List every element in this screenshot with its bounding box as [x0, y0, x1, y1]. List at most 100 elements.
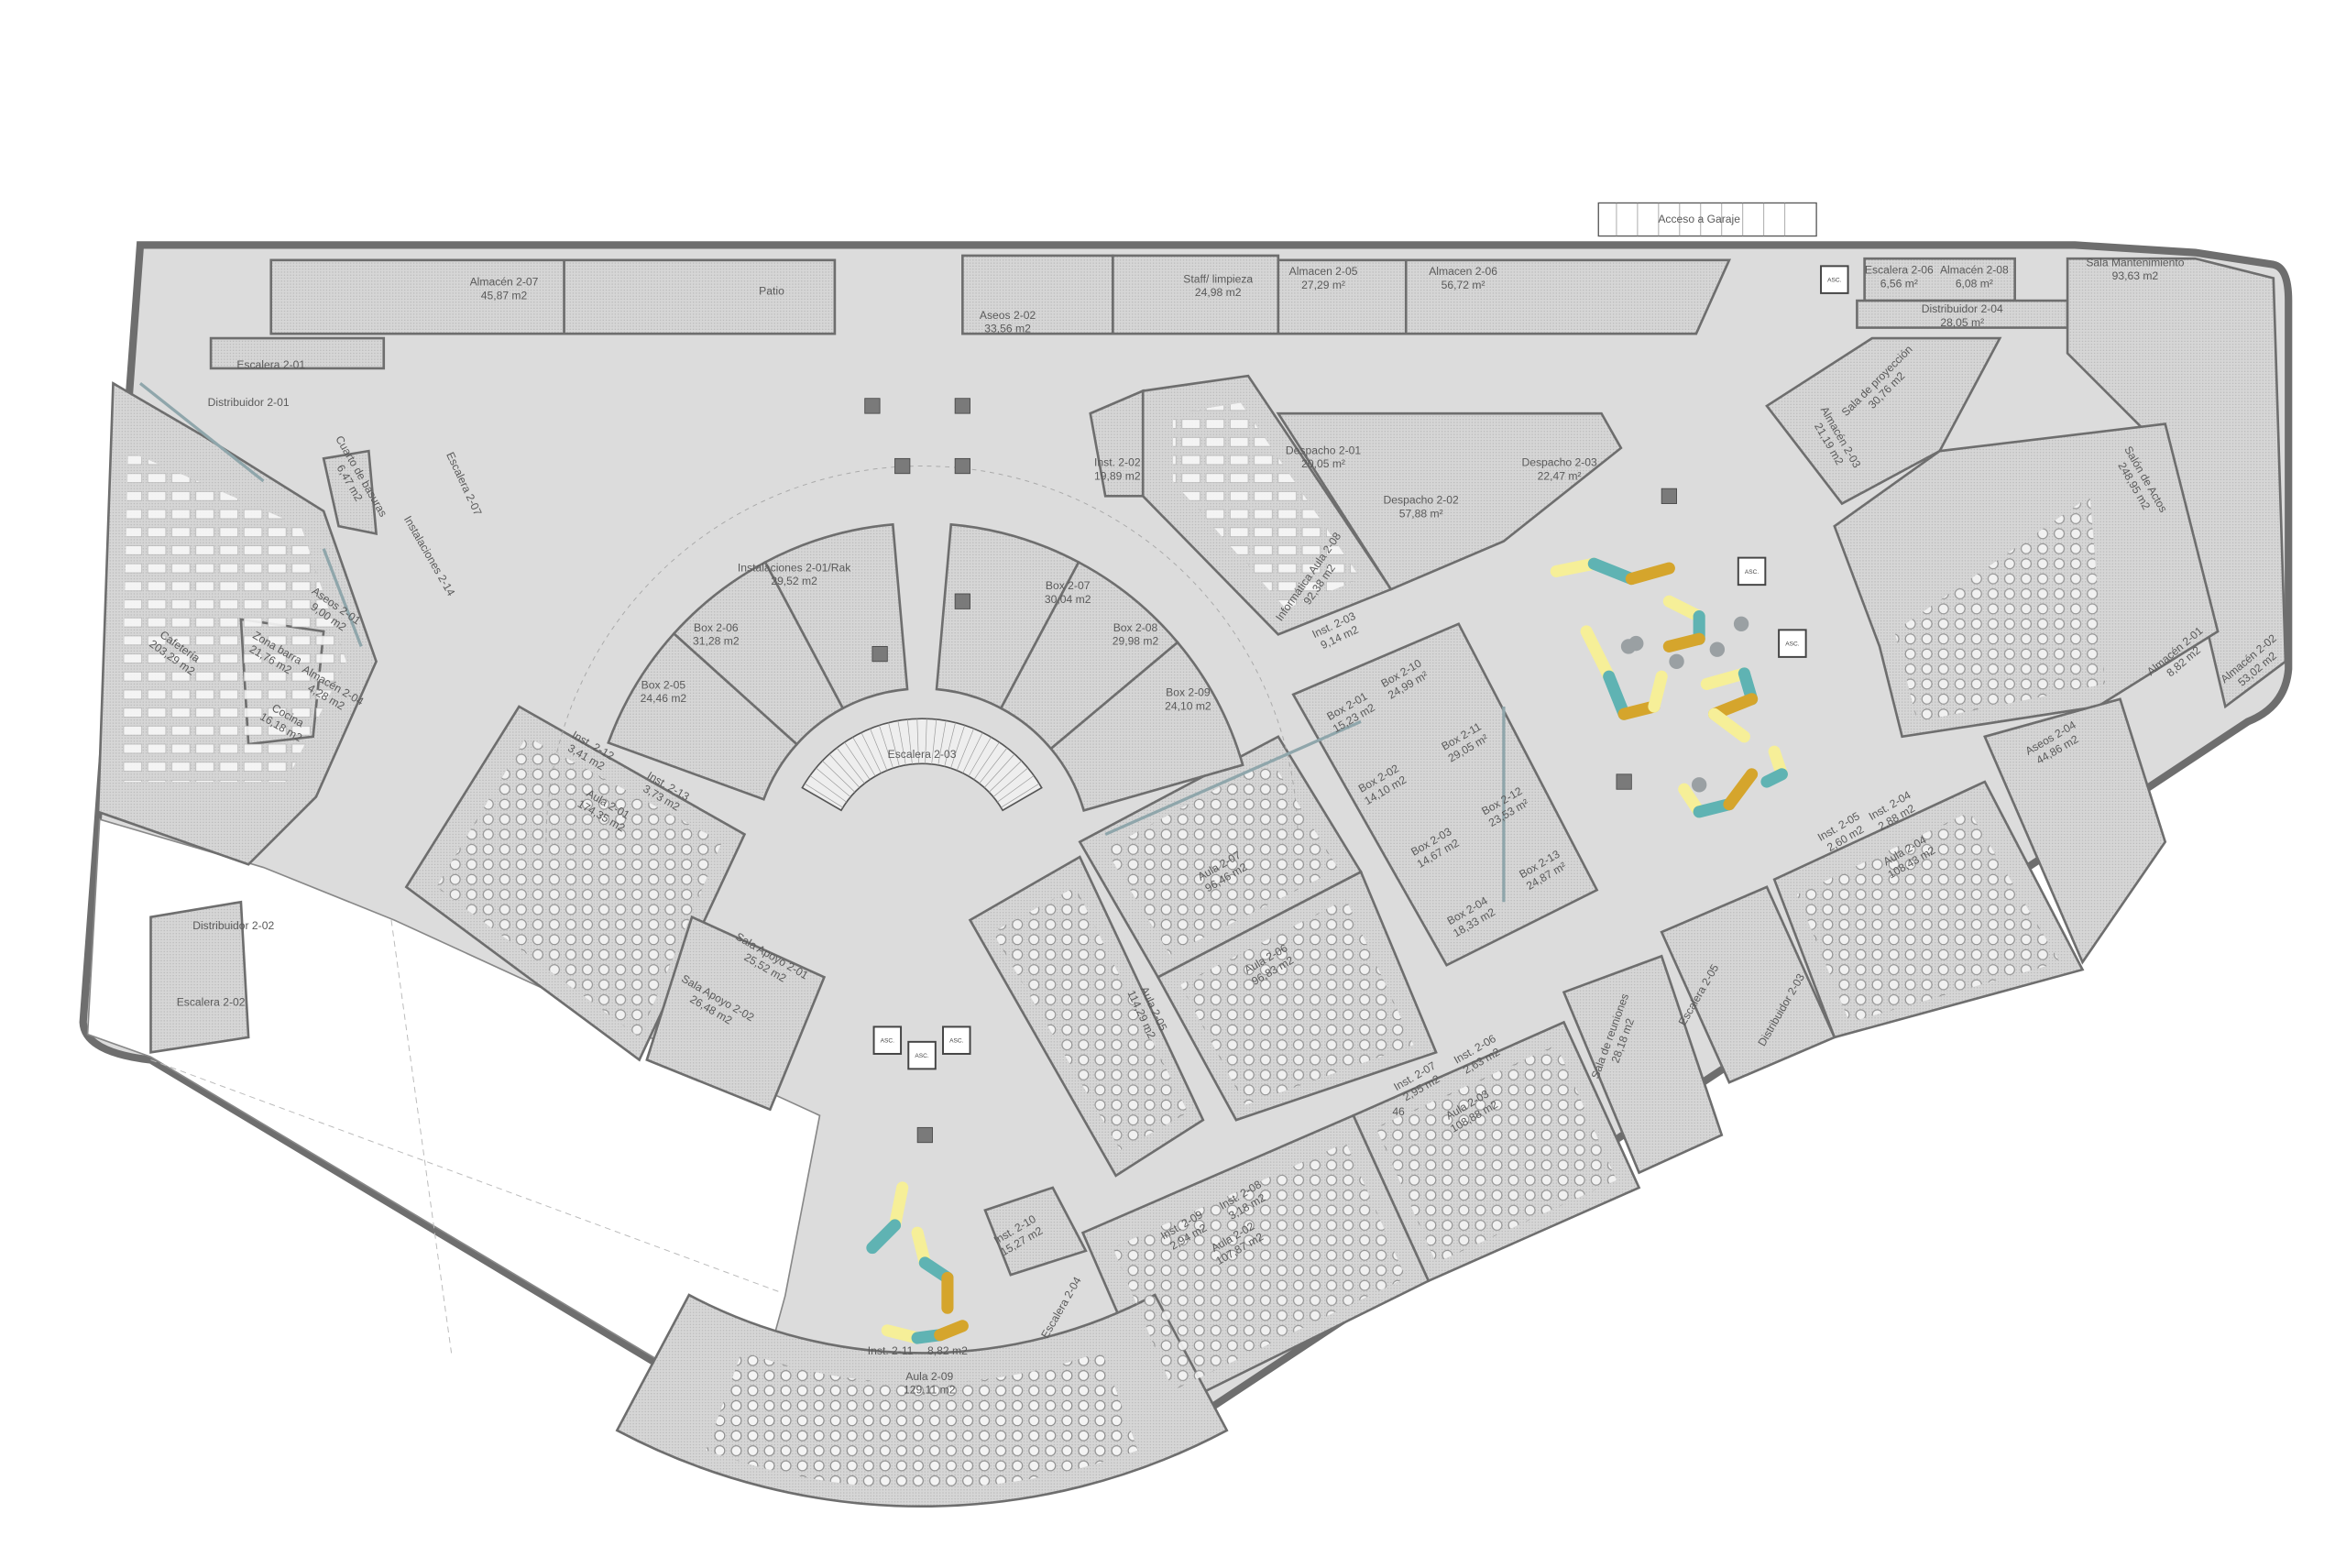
garage-ramp: [1597, 202, 1817, 237]
column: [954, 398, 970, 414]
elevator-icon: ASC.: [907, 1040, 937, 1070]
room-area: 56,72 m²: [1442, 279, 1485, 291]
room-name: Inst. 2-02: [1094, 456, 1141, 469]
room-area: 31,28 m2: [693, 635, 740, 648]
room-area: [983, 1186, 1088, 1277]
room-name: Box 2-05: [641, 678, 686, 691]
room-name: Almacen 2-06: [1429, 265, 1497, 278]
room-area: [1291, 622, 1599, 967]
room-area: 22,47 m²: [1538, 469, 1582, 482]
room-name: Almacen 2-05: [1289, 265, 1358, 278]
lounge-seat: [1723, 768, 1759, 811]
column: [1616, 773, 1632, 790]
lounge-seat: [1648, 670, 1668, 713]
column: [954, 457, 970, 475]
room-name: Patio: [759, 285, 784, 298]
elevator-box: [872, 1025, 903, 1055]
room-area: [1983, 697, 2167, 965]
column: [954, 593, 970, 609]
lounge-seat: [1708, 707, 1750, 743]
room-name: Distribuidor 2-01: [208, 396, 290, 409]
stair-step: [844, 741, 871, 780]
room-label: Distribuidor 2-02: [192, 919, 274, 932]
stair-step: [809, 775, 847, 803]
lounge-seat: [1550, 557, 1600, 577]
stair-step: [897, 720, 906, 765]
room-area: [1089, 389, 1145, 498]
desk-rows: [120, 451, 346, 783]
stair-step: [931, 718, 937, 764]
desk-rows: [1173, 402, 1362, 609]
elevator-icon: ASC.: [872, 1025, 903, 1055]
stair-step: [916, 718, 919, 764]
stair-step: [822, 760, 856, 793]
stair-step: [968, 737, 992, 777]
stair-step: [816, 767, 851, 797]
stair-step: [870, 729, 888, 771]
room-name: Escalera 2-06: [1865, 264, 1934, 277]
elevator-box: [1737, 556, 1767, 587]
seating-rows: [1113, 1142, 1407, 1391]
room-area: 29,98 m2: [1113, 635, 1159, 648]
room-name: Instalaciones 2-01/Rak: [738, 561, 851, 574]
courtyard-guide: [150, 1059, 783, 1294]
lounge-table: [1669, 653, 1684, 670]
room-label: Distribuidor 2-01: [208, 396, 290, 409]
room-area: [322, 449, 378, 535]
elevator-box: [942, 1025, 971, 1055]
elevator-box: [907, 1040, 937, 1070]
glass-partition: [1104, 719, 1362, 836]
elevator-label: ASC.: [915, 1053, 928, 1059]
column: [872, 645, 888, 663]
room-name: Despacho 2-03: [1521, 456, 1596, 469]
stair-step: [992, 767, 1028, 797]
room-area: 24,98 m2: [1195, 286, 1242, 299]
lounge-seat: [1603, 670, 1630, 720]
elevator-label: ASC.: [949, 1038, 963, 1045]
room-name: Acceso a Garaje: [1658, 213, 1740, 225]
room-name: Aseos 2-02: [980, 309, 1036, 322]
room-area: 27,29 m²: [1301, 279, 1345, 291]
room-label: Almacén 2-086,08 m²: [1940, 264, 2009, 291]
elevator-icon: ASC.: [942, 1025, 971, 1055]
open-courtyard: [86, 817, 821, 1418]
box-room: [763, 522, 909, 710]
room-name: Distribuidor 2-04: [1922, 302, 2003, 315]
room-area: 28,05 m²: [1940, 316, 1984, 329]
lounge-seat: [866, 1219, 902, 1255]
lounge-seat: [888, 1181, 909, 1232]
box-room: [1048, 641, 1244, 813]
seating-rows: [992, 886, 1189, 1150]
room-area: 20,05 m²: [1301, 457, 1345, 470]
room-name: Box 2-09: [1166, 686, 1211, 699]
room-name: Despacho 2-01: [1286, 444, 1361, 456]
lounge-seat: [1662, 632, 1705, 652]
stair-step: [956, 729, 974, 771]
room-label: Acceso a Garaje: [1658, 213, 1740, 225]
room-name: Sala Mantenimiento: [2086, 256, 2184, 269]
elevator-icon: ASC.: [1820, 265, 1849, 294]
room-name: Inst. 2-11: [868, 1344, 914, 1357]
room-label: Escalera 2-01: [236, 358, 305, 371]
room-area: 93,63 m2: [2112, 269, 2159, 282]
room-area: [645, 915, 827, 1112]
lounge-table: [1733, 616, 1749, 631]
room-name: Box 2-07: [1046, 579, 1091, 592]
lounge-seat: [1760, 768, 1788, 788]
stair-step: [979, 747, 1008, 784]
stair-step: [988, 760, 1022, 793]
annotation-text: 46: [1392, 1105, 1405, 1118]
seating-rows: [1796, 811, 2060, 1023]
stair-step: [944, 722, 956, 767]
lounge-seat: [934, 1320, 969, 1342]
